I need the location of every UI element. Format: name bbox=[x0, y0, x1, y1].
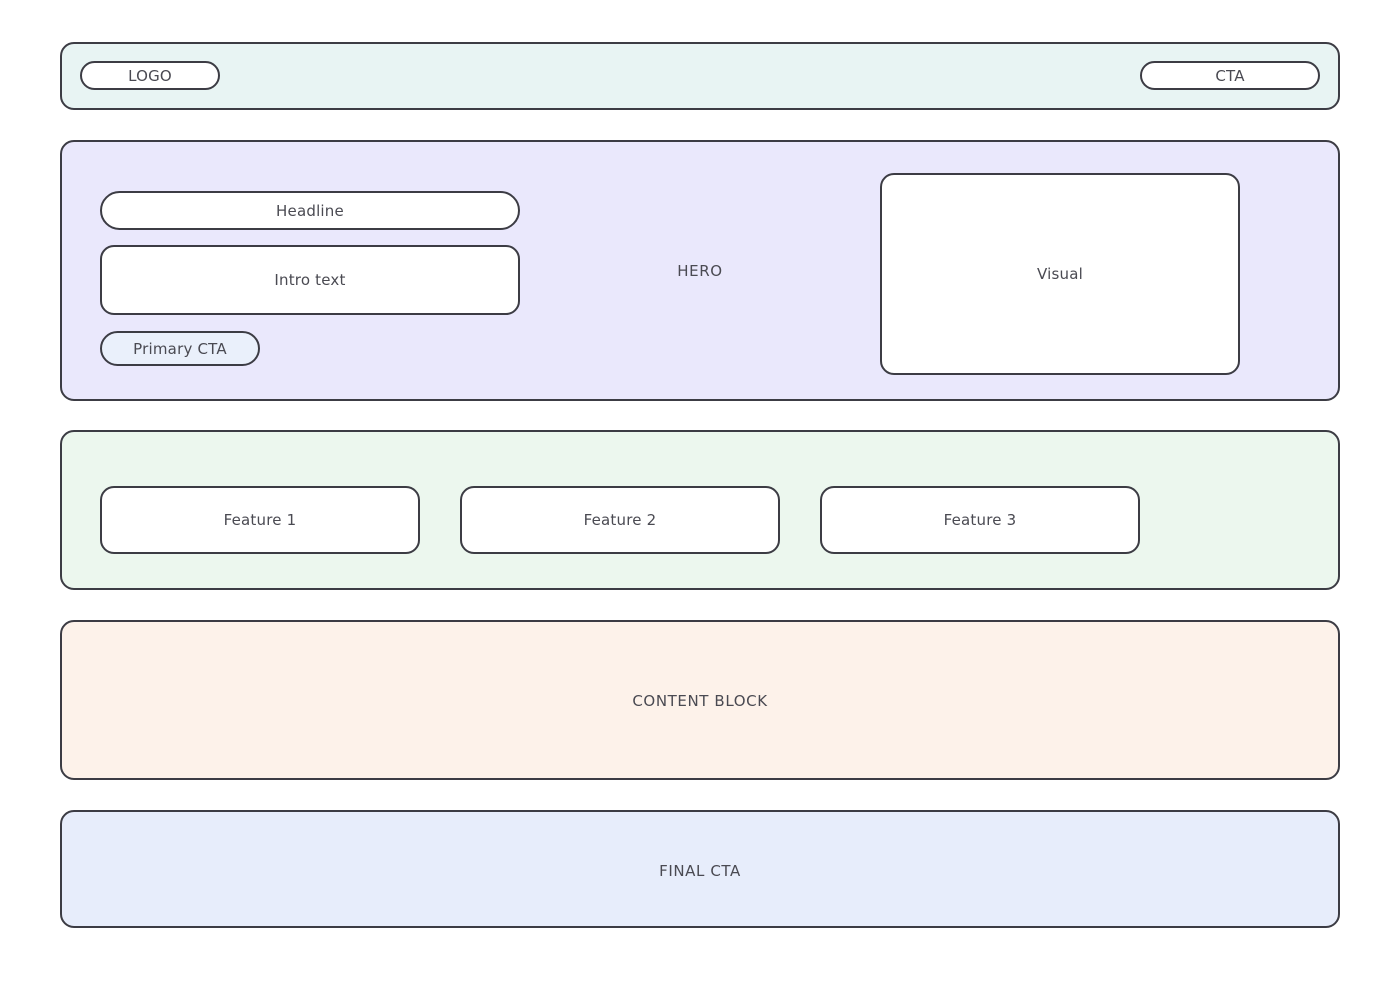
feature-card-label: Feature 2 bbox=[583, 511, 657, 529]
content-block-label: CONTENT BLOCK bbox=[632, 692, 768, 710]
final-cta-section[interactable] bbox=[60, 810, 1340, 928]
hero-primary-cta-button[interactable]: Primary CTA bbox=[100, 331, 260, 366]
hero-intro-label: Intro text bbox=[274, 271, 346, 289]
hero-intro-text-placeholder: Intro text bbox=[100, 245, 520, 315]
feature-card-label: Feature 3 bbox=[943, 511, 1017, 529]
hero-headline-placeholder: Headline bbox=[100, 191, 520, 230]
header-cta-label: CTA bbox=[1215, 66, 1245, 85]
header-section bbox=[60, 42, 1340, 110]
feature-card-label: Feature 1 bbox=[223, 511, 297, 529]
hero-primary-cta-label: Primary CTA bbox=[133, 339, 227, 358]
header-cta-button[interactable]: CTA bbox=[1140, 61, 1320, 90]
feature-card[interactable]: Feature 1 bbox=[100, 486, 420, 554]
hero-visual-label: Visual bbox=[1037, 265, 1083, 283]
content-block-section bbox=[60, 620, 1340, 780]
feature-card[interactable]: Feature 2 bbox=[460, 486, 780, 554]
hero-headline-label: Headline bbox=[276, 201, 344, 220]
hero-visual-placeholder: Visual bbox=[880, 173, 1240, 375]
feature-card[interactable]: Feature 3 bbox=[820, 486, 1140, 554]
logo-label: LOGO bbox=[128, 66, 172, 85]
hero-section-label: HERO bbox=[677, 262, 723, 280]
final-cta-label: FINAL CTA bbox=[659, 862, 741, 880]
logo-pill[interactable]: LOGO bbox=[80, 61, 220, 90]
